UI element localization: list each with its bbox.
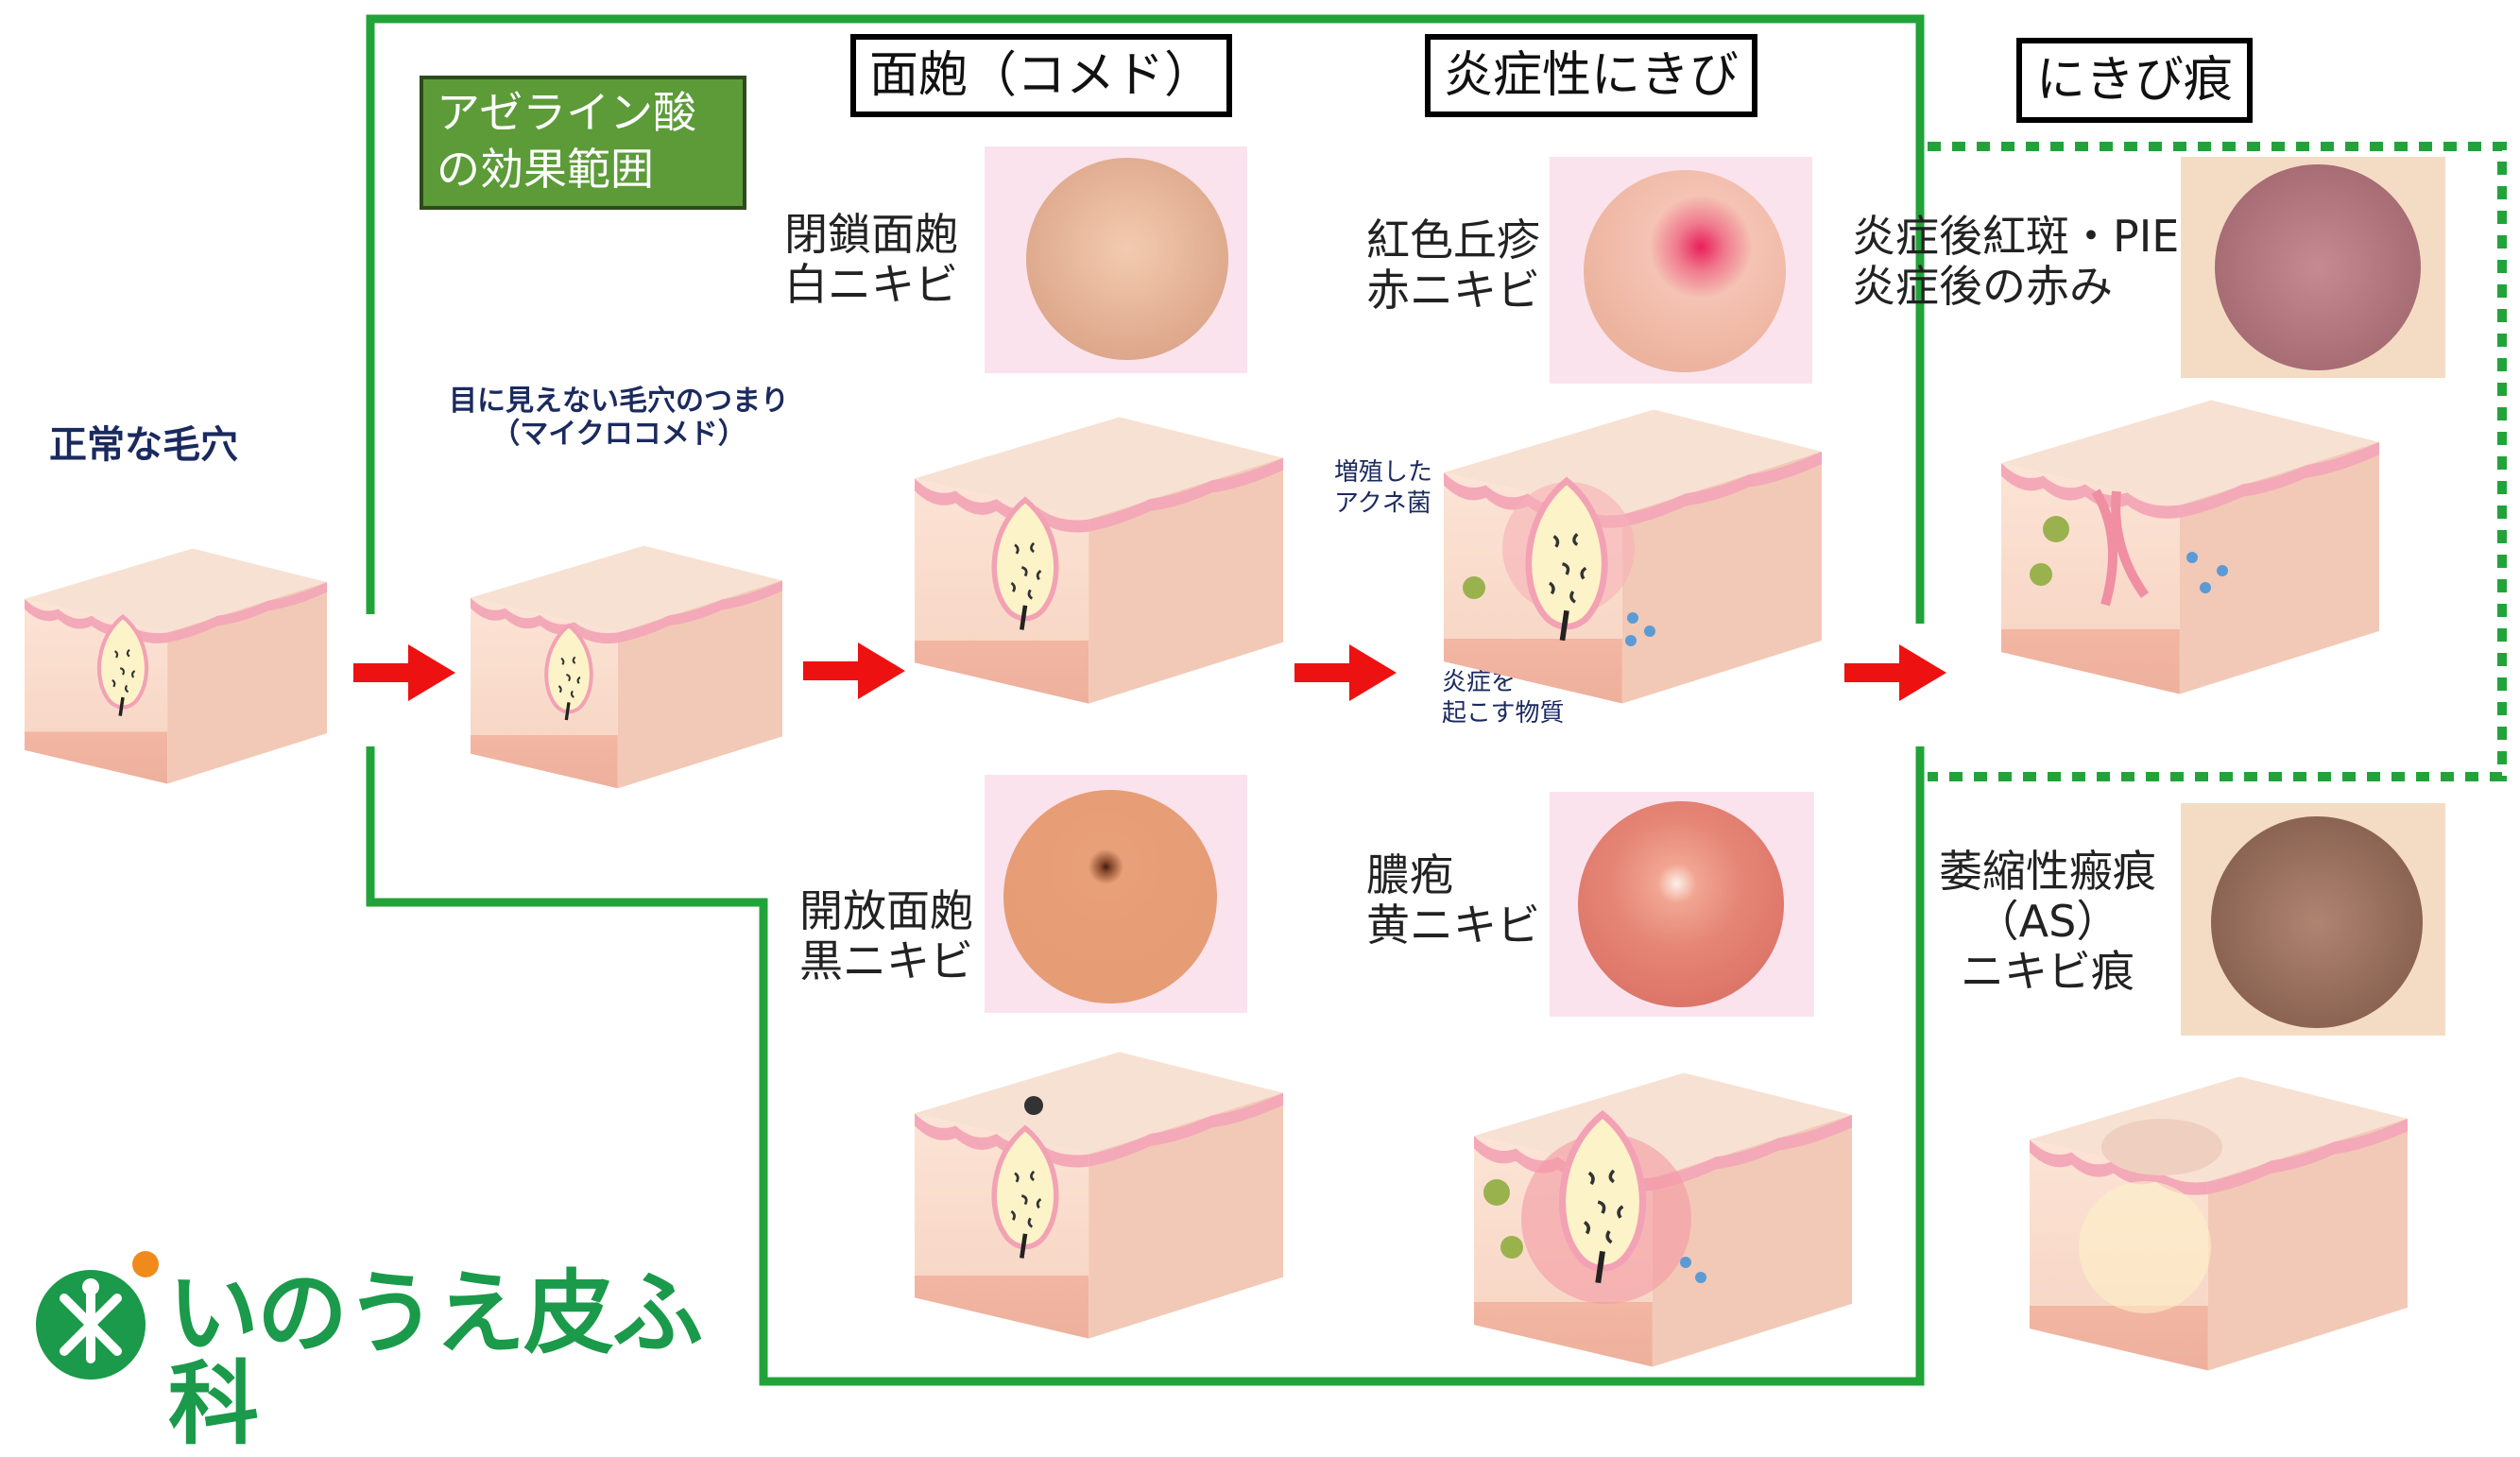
pustule-photo xyxy=(1550,792,1814,1017)
block-atrophic-scar xyxy=(2030,1076,2408,1371)
bacteria-annotation: 増殖した アクネ菌 xyxy=(1334,458,1433,518)
header-comedo: 面皰（コメド） xyxy=(850,34,1232,117)
arrow-1 xyxy=(353,644,455,701)
progression-arrows xyxy=(353,643,1946,701)
logo-text: いのうえ皮ふ科 xyxy=(168,1260,703,1457)
arrow-3 xyxy=(1294,644,1397,701)
atrophic-scar-label: 萎縮性瘢痕 （AS） ニキビ痕 xyxy=(1939,846,2156,997)
microcomedo-label: 目に見えない毛穴のつまり （マイクロコメド） xyxy=(449,385,789,451)
logo-mark-icon xyxy=(36,1251,159,1380)
header-inflammatory: 炎症性にきび xyxy=(1425,34,1757,117)
arrow-2 xyxy=(803,643,905,699)
papule-photo xyxy=(1550,157,1812,384)
block-open-comedo xyxy=(915,1052,1283,1339)
closed-comedo-photo xyxy=(985,146,1247,373)
normal-pore-label: 正常な毛穴 xyxy=(49,423,238,467)
papule-label: 紅色丘疹 赤ニキビ xyxy=(1366,214,1540,316)
open-comedo-label: 開放面皰 黒ニキビ xyxy=(799,885,973,986)
scar-region-dotted-border xyxy=(1928,142,2507,781)
closed-comedo-label: 閉鎖面皰 白ニキビ xyxy=(784,209,958,310)
open-comedo-photo xyxy=(985,775,1247,1013)
azelaic-range-border-lower xyxy=(366,746,1925,1386)
pie-label: 炎症後紅斑・PIE 炎症後の赤み xyxy=(1852,211,2180,312)
pie-photo xyxy=(2181,157,2445,378)
block-pie xyxy=(2001,400,2379,694)
region-borders xyxy=(366,14,2507,1386)
azelaic-range-label: アゼライン酸 の効果範囲 xyxy=(420,76,746,210)
skin-illustrations xyxy=(25,400,2408,1371)
atrophic-scar-photo xyxy=(2181,803,2445,1036)
pustule-label: 膿疱 黄ニキビ xyxy=(1366,849,1540,951)
clinic-logo: いのうえ皮ふ科 xyxy=(26,1249,745,1449)
azelaic-range-border xyxy=(366,14,1925,624)
block-pustule xyxy=(1474,1072,1852,1367)
arrow-4 xyxy=(1844,644,1946,701)
header-scar: にきび痕 xyxy=(2016,38,2253,123)
block-papule xyxy=(1444,409,1822,704)
